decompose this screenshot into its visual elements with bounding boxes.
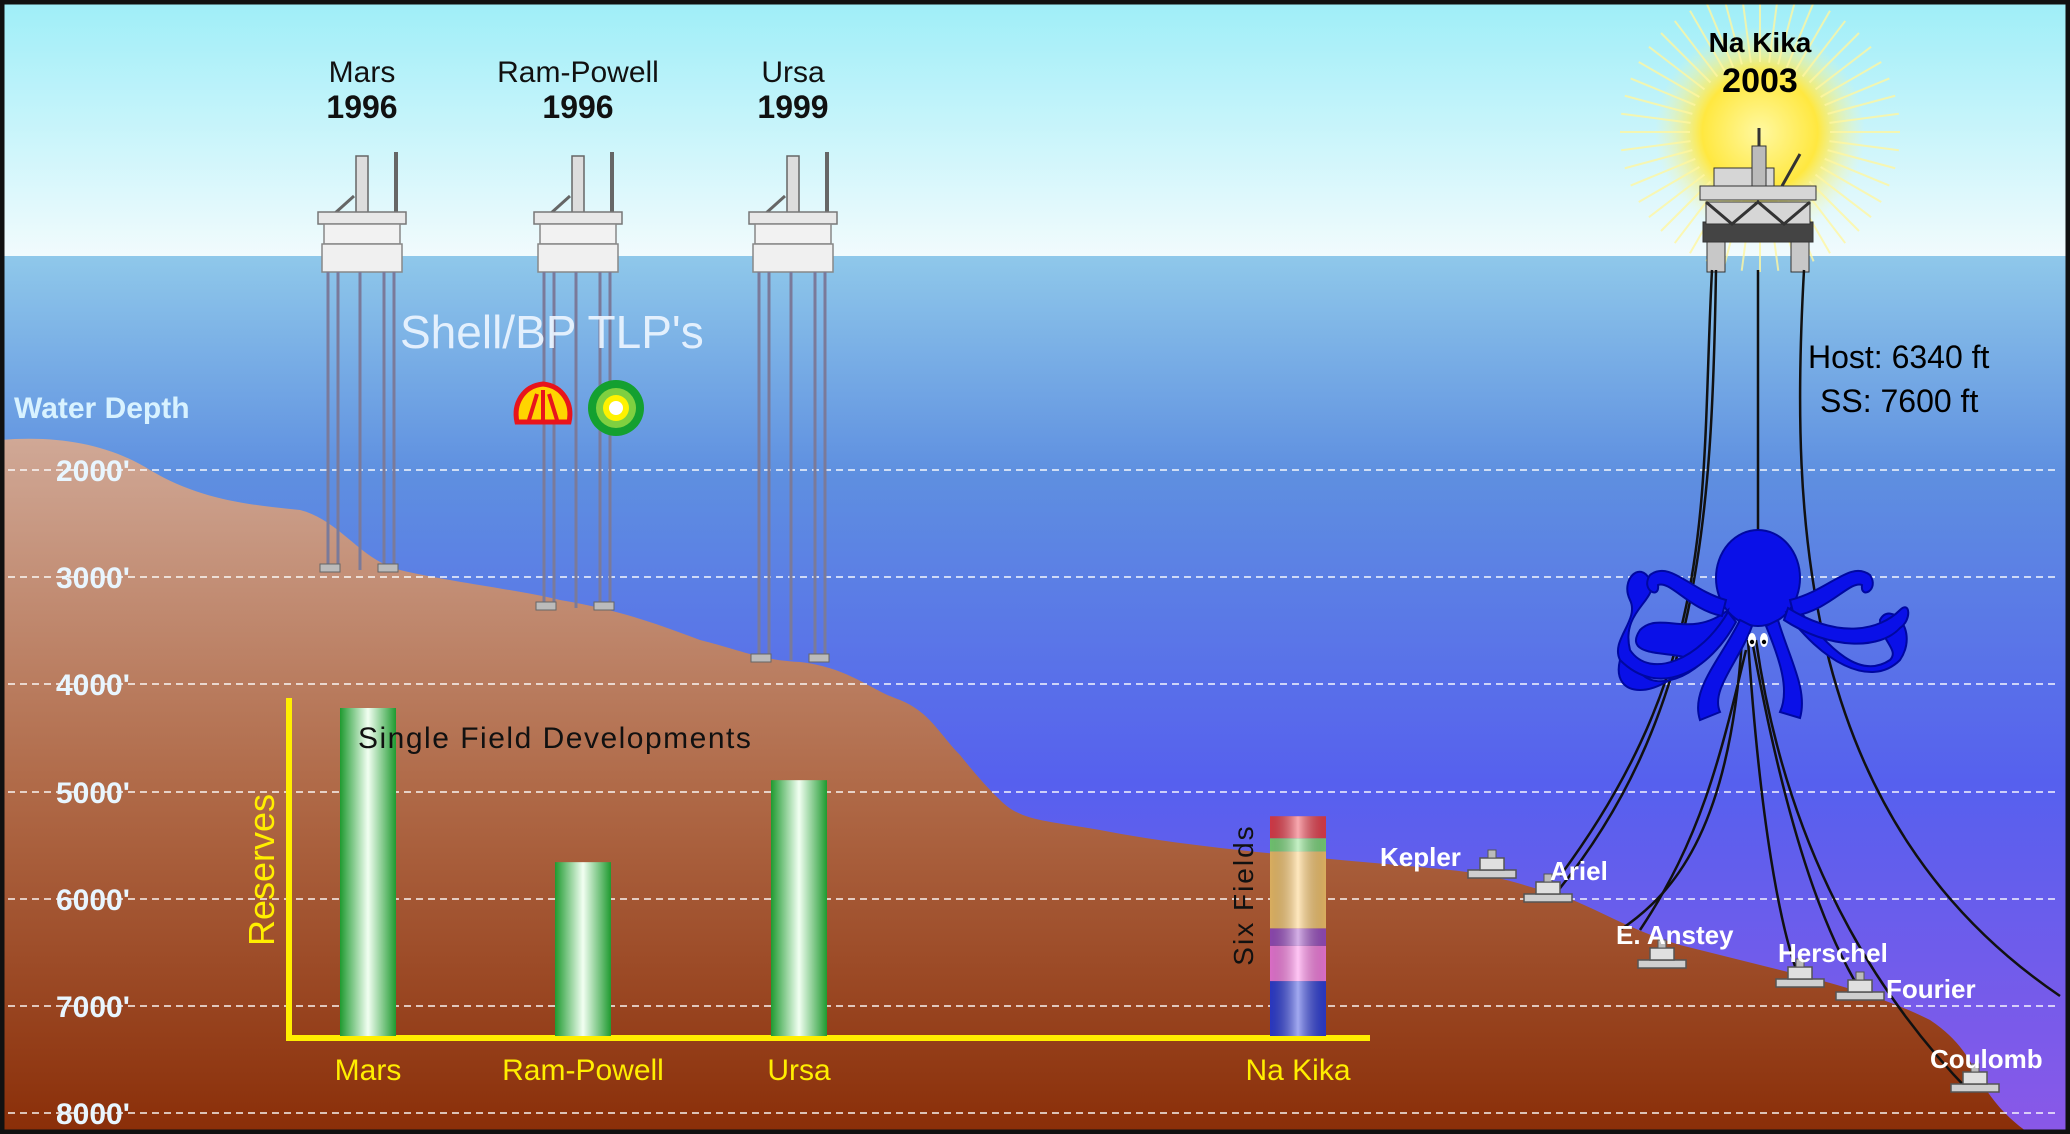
chart-bar xyxy=(771,780,827,1036)
bp-logo-icon xyxy=(588,380,644,436)
depth-tick-label: 5000' xyxy=(56,777,130,810)
nakika-title: Na Kika xyxy=(1709,27,1812,58)
chart-category-label: Na Kika xyxy=(1245,1054,1350,1087)
subsea-field-label: Fourier xyxy=(1886,974,1976,1004)
subsea-wellhead-icon xyxy=(1467,849,1517,879)
subsea-field-label: Coulomb xyxy=(1930,1044,2043,1074)
chart-bar xyxy=(340,708,396,1036)
depth-tick-label: 8000' xyxy=(56,1098,130,1131)
nakika-year: 2003 xyxy=(1722,62,1798,100)
tlp-label: Shell/BP TLP's xyxy=(400,306,704,358)
shell-logo-icon xyxy=(513,381,573,425)
chart-category-label: Ram-Powell xyxy=(502,1054,664,1087)
chart-category-label: Ursa xyxy=(767,1054,831,1087)
flowlines xyxy=(1551,269,2061,1093)
chart-bars xyxy=(340,708,827,1036)
water-depth-label: Water Depth xyxy=(14,392,190,425)
subsea-wellhead-icon xyxy=(1523,873,1573,903)
platform-name: Ursa xyxy=(761,56,825,89)
platform-year: 1996 xyxy=(542,89,613,125)
subsea-wellhead-icon xyxy=(1950,1063,2000,1093)
subsea-field-labels: Kepler Ariel E. AnsteyHerschelFourierCoulo… xyxy=(1380,842,2043,1074)
platform-name: Ram-Powell xyxy=(497,56,659,89)
subsea-field-label: E. Anstey xyxy=(1616,920,1734,950)
platform-year: 1996 xyxy=(326,89,397,125)
nakika-platform xyxy=(1699,128,1817,273)
nakika-stacked-bar xyxy=(1270,816,1326,1036)
subsea-wellhead-icon xyxy=(1775,958,1825,988)
platform-name: Mars xyxy=(329,56,396,89)
chart-category-labels: Mars Ram-Powell Ursa Na Kika xyxy=(335,1054,1351,1087)
subsea-depth-label: SS: 7600 ft xyxy=(1820,383,1978,419)
octopus-icon xyxy=(1617,529,1910,722)
seabed xyxy=(0,438,2030,1134)
subsea-field-label: Herschel xyxy=(1778,938,1888,968)
host-depth-label: Host: 6340 ft xyxy=(1808,339,1990,375)
subsea-wellheads xyxy=(1467,849,2000,1093)
depth-tick-label: 2000' xyxy=(56,455,130,488)
depth-axis-labels: 2000' 3000' 4000' 5000' 6000' 7000' 8000' xyxy=(56,455,130,1131)
chart-ylabel: Reserves xyxy=(241,794,282,946)
subsea-wellhead-icon xyxy=(1637,939,1687,969)
depth-tick-label: 4000' xyxy=(56,669,130,702)
subsea-field-label: Ariel xyxy=(1550,856,1608,886)
reserves-chart: Single Field Developments Reserves Six F… xyxy=(241,698,1370,1087)
depth-tick-label: 3000' xyxy=(56,562,130,595)
six-fields-label: Six Fields xyxy=(1228,824,1259,965)
chart-bar xyxy=(555,862,611,1036)
chart-category-label: Mars xyxy=(335,1054,402,1087)
depth-tick-label: 6000' xyxy=(56,884,130,917)
depth-tick-label: 7000' xyxy=(56,991,130,1024)
subsea-field-label: Kepler xyxy=(1380,842,1461,872)
platform-year: 1999 xyxy=(757,89,828,125)
subsea-wellhead-icon xyxy=(1835,971,1885,1001)
chart-title: Single Field Developments xyxy=(358,722,752,755)
